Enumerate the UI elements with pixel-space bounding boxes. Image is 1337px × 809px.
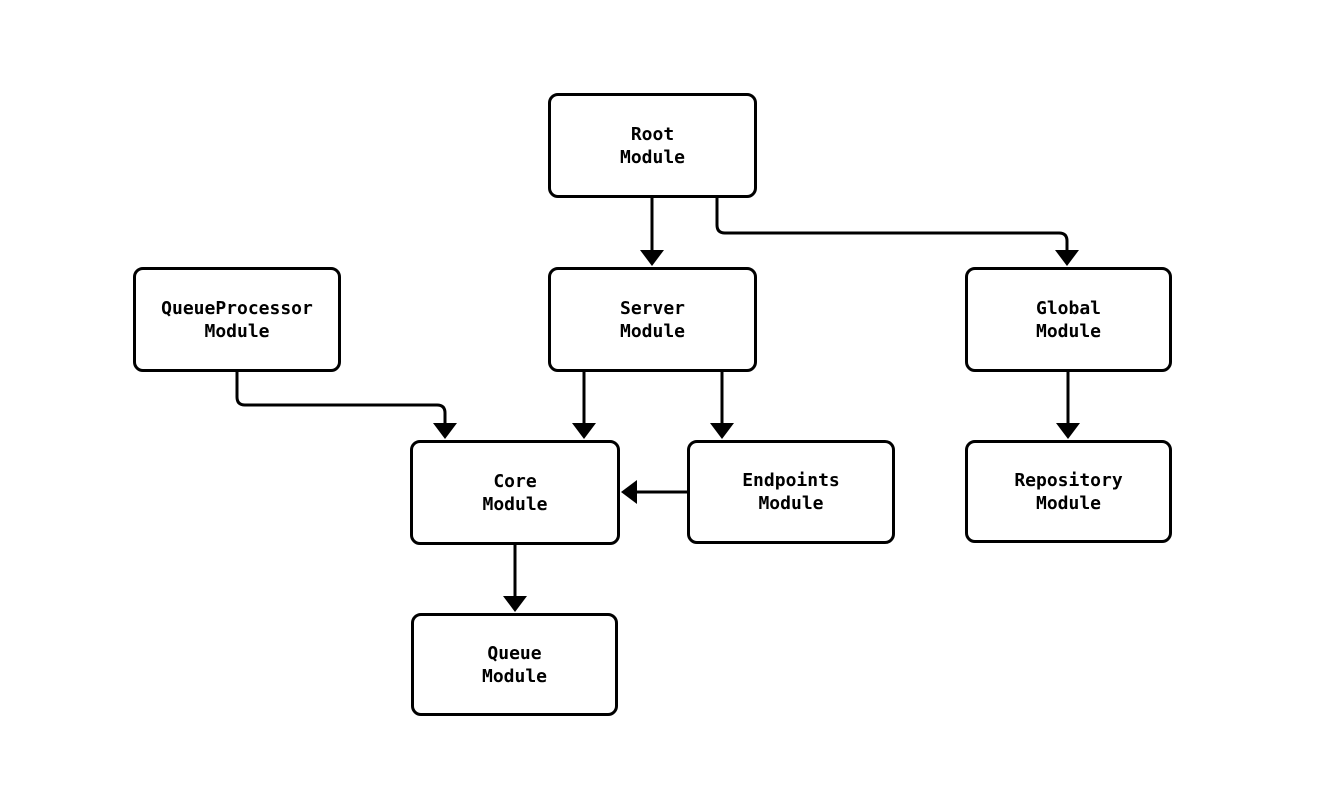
edge-queueprocessor-to-core <box>235 372 457 439</box>
node-repository-module-label: Repository Module <box>1014 469 1123 514</box>
node-global-module-label: Global Module <box>1035 297 1102 342</box>
node-root-module-label: Root Module <box>619 123 686 168</box>
node-queueprocessor-module: QueueProcessor Module <box>133 267 341 372</box>
node-queue-module: Queue Module <box>411 613 618 716</box>
node-global-module: Global Module <box>965 267 1172 372</box>
node-queue-module-label: Queue Module <box>481 642 548 687</box>
edge-root-to-global <box>715 198 1079 266</box>
node-repository-module: Repository Module <box>965 440 1172 543</box>
node-server-module-label: Server Module <box>619 297 686 342</box>
node-endpoints-module-label: Endpoints Module <box>742 470 840 514</box>
node-queueprocessor-module-label: QueueProcessor Module <box>161 297 313 342</box>
node-core-module: Core Module <box>410 440 620 545</box>
node-core-module-label: Core Module <box>482 470 548 515</box>
node-root-module: Root Module <box>548 93 757 198</box>
node-endpoints-module: Endpoints Module <box>687 440 895 544</box>
node-server-module: Server Module <box>548 267 757 372</box>
